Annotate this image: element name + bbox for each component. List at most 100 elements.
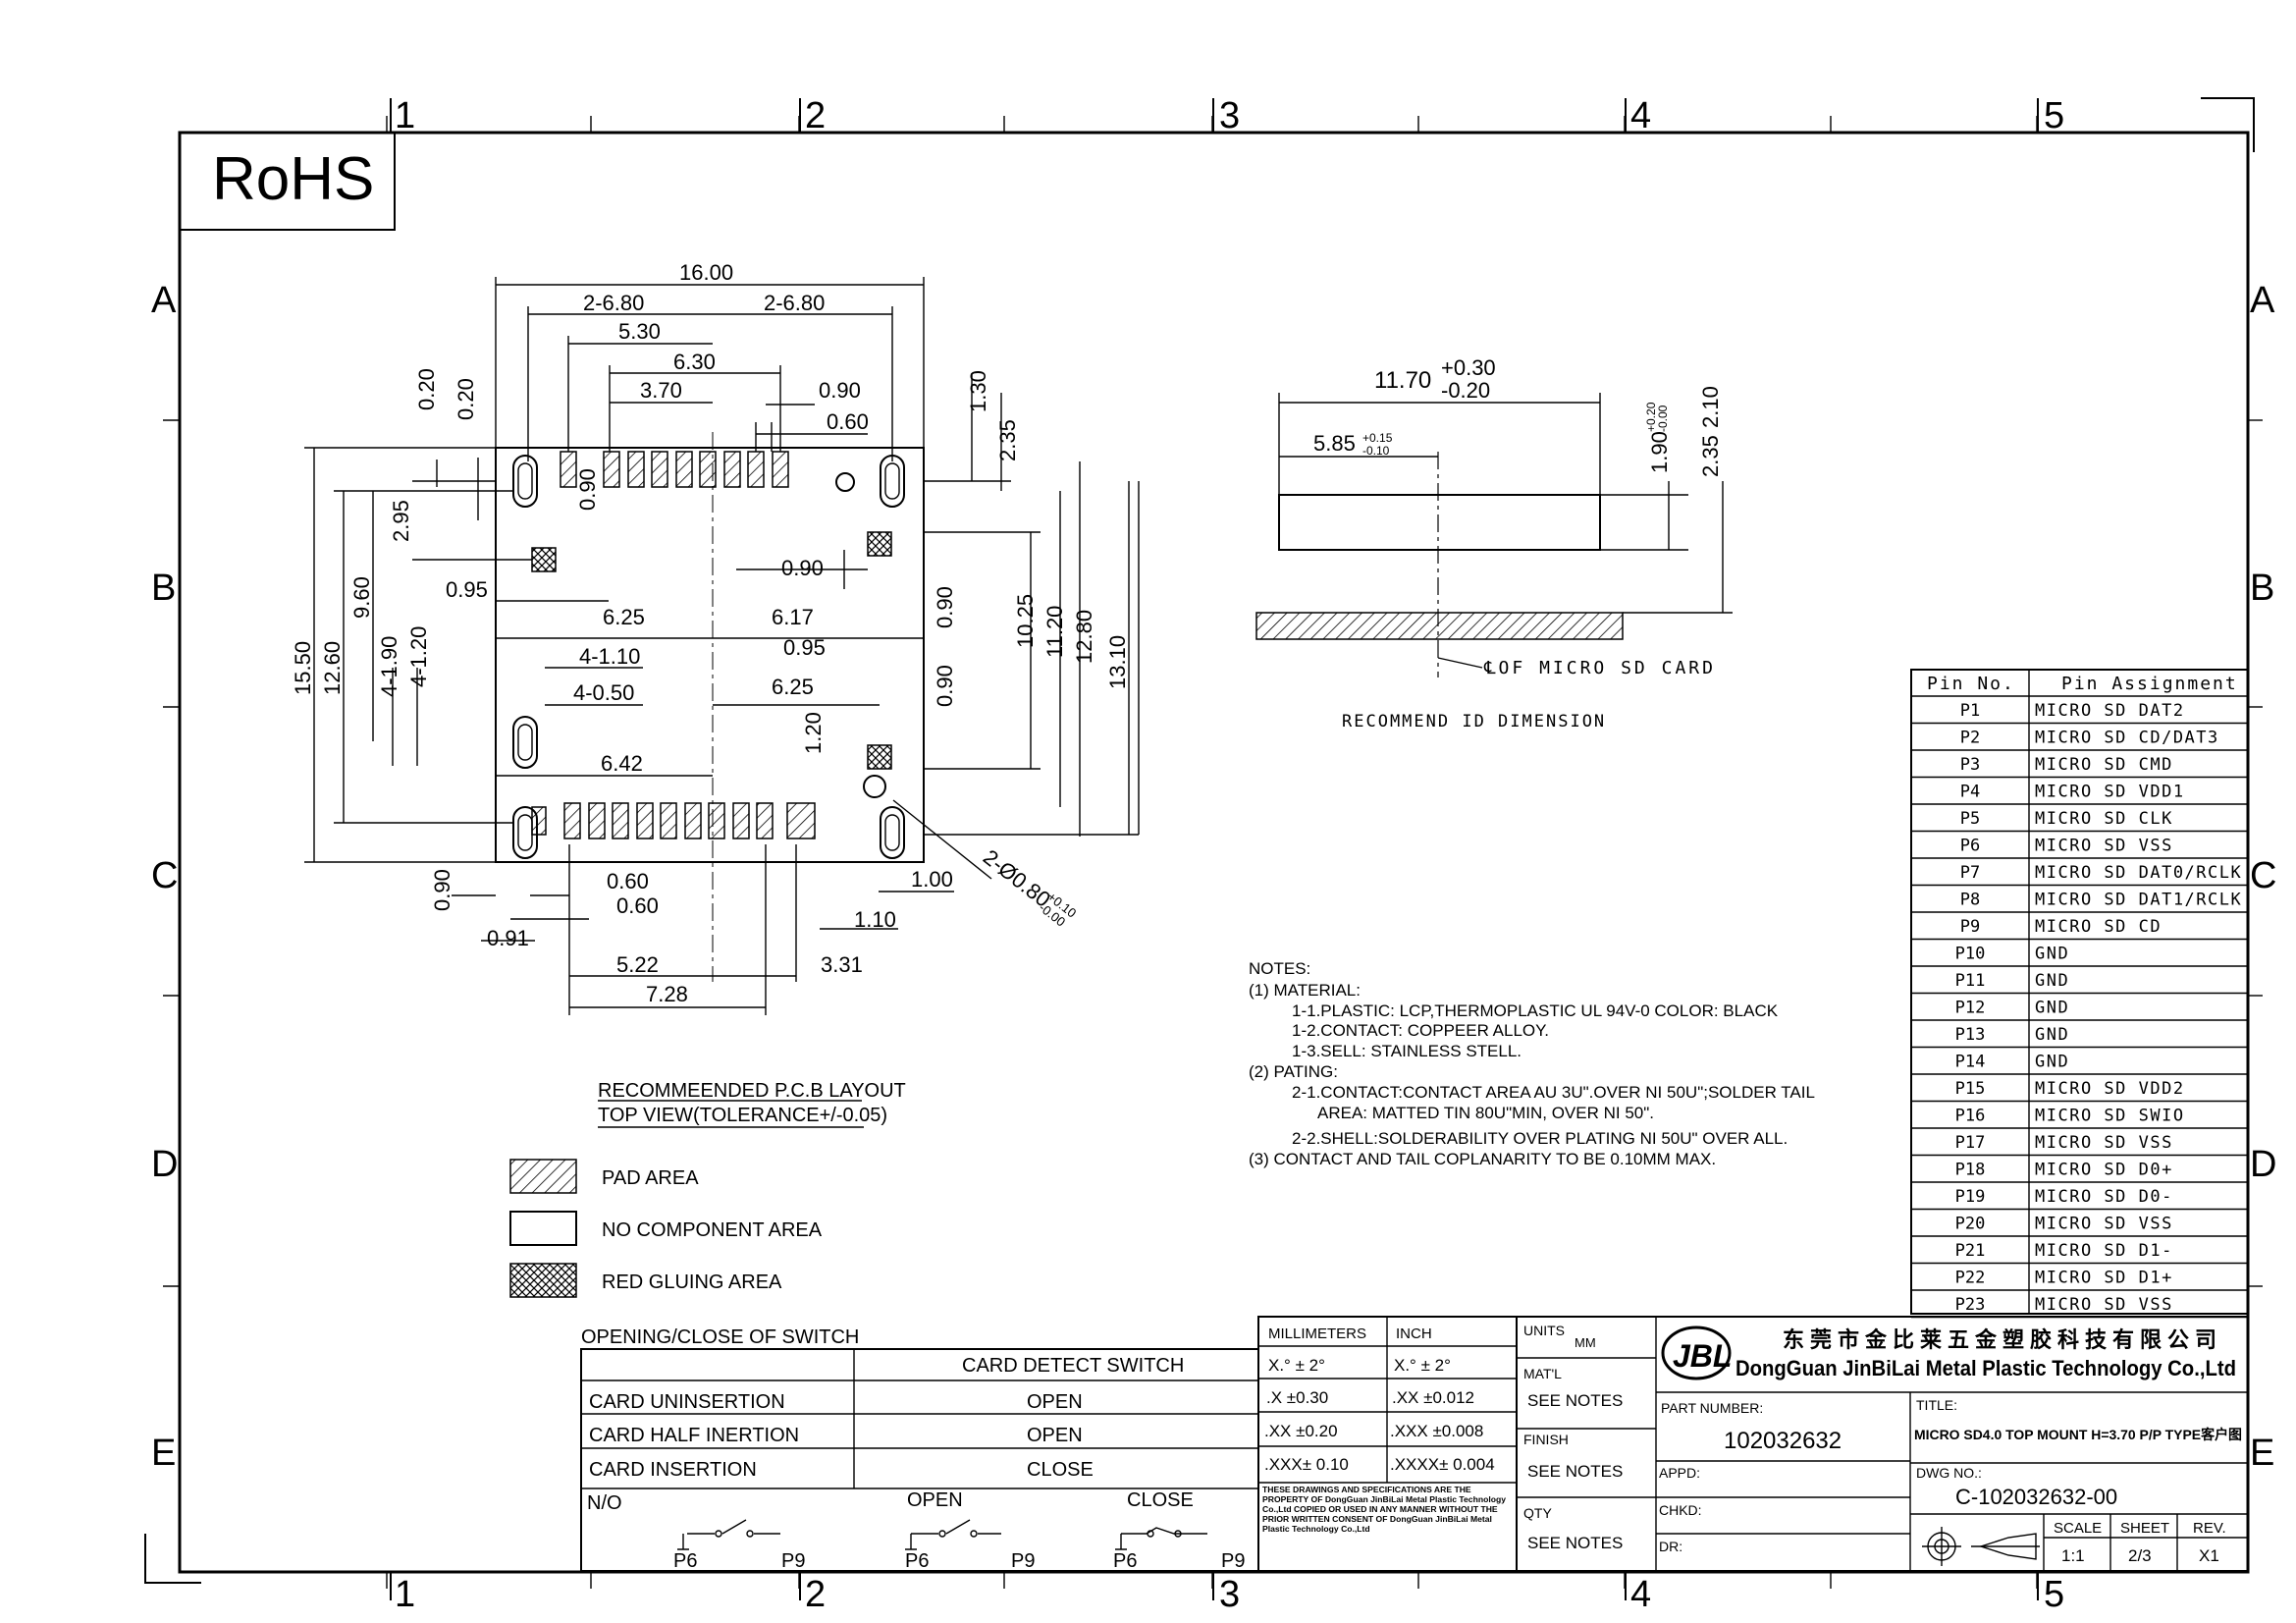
- dim-1120: 11.20: [1042, 606, 1067, 658]
- zone-row-c-right: C: [2250, 855, 2276, 896]
- dim-060-b2: 0.60: [616, 893, 659, 918]
- zone-col-5: 5: [2044, 95, 2064, 136]
- switch-no-label: N/O: [587, 1492, 622, 1514]
- pin-assignment: MICRO SD DAT2: [2035, 701, 2185, 721]
- pin-number: P8: [1960, 891, 1980, 910]
- switch-p9-c: P9: [1221, 1550, 1245, 1572]
- pin-assignment: MICRO SD DAT0/RCLK: [2035, 863, 2242, 883]
- switch-table: OPENING/CLOSE OF SWITCH CARD DETECT SWIT…: [580, 1326, 1259, 1572]
- pcb-outline: [495, 447, 925, 863]
- dim-1260: 12.60: [320, 641, 345, 695]
- switch-p6-b: P6: [905, 1550, 929, 1572]
- pin-number: P22: [1955, 1269, 1986, 1288]
- switch-title: OPENING/CLOSE OF SWITCH: [581, 1326, 859, 1348]
- rev-value: X1: [2199, 1546, 2219, 1565]
- switch-row-2-state: OPEN: [1027, 1425, 1083, 1446]
- pin-assignment: MICRO SD VSS: [2035, 837, 2173, 856]
- board-section: [1255, 612, 1624, 640]
- rohs-mark: RoHS: [212, 145, 374, 213]
- pin-assignment: MICRO SD VSS: [2035, 1295, 2173, 1315]
- pin-number: P18: [1955, 1161, 1986, 1180]
- dim-pitch-left: 2-6.80: [583, 291, 644, 315]
- locating-hole-top: [835, 472, 855, 492]
- dim-530: 5.30: [618, 319, 661, 344]
- id-center-tol-minus: -0.10: [1362, 444, 1390, 458]
- id-dimension-view: 11.70 +0.30 -0.20 5.85 +0.15 -0.10 1.90 …: [1255, 355, 1733, 731]
- dim-pitch-right: 2-6.80: [764, 291, 825, 315]
- pin-number: P7: [1960, 863, 1980, 883]
- sheet-label: SHEET: [2120, 1520, 2169, 1537]
- note-1: (1) MATERIAL:: [1249, 981, 1361, 1000]
- pin-number: P10: [1955, 945, 1986, 964]
- dim-642: 6.42: [601, 751, 643, 776]
- appd-label: APPD:: [1659, 1465, 1700, 1481]
- tol-inch-4: .XXXX± 0.004: [1390, 1455, 1495, 1474]
- projection-symbol-icon: [1922, 1527, 2040, 1566]
- dim-hole-callout: 2-Ø0.80 +0.10 -0.00: [979, 844, 1079, 929]
- dim-095-inner: 0.95: [783, 635, 826, 660]
- units-label: UNITS: [1523, 1323, 1565, 1338]
- switch-row-1-label: CARD UNINSERTION: [589, 1391, 785, 1413]
- id-height2: 2.35: [1698, 435, 1723, 477]
- dim-1280: 12.80: [1072, 610, 1096, 664]
- zone-col-3-bottom: 3: [1219, 1574, 1240, 1615]
- pin-assignment: MICRO SD DAT1/RCLK: [2035, 891, 2242, 910]
- note-2-1: 2-1.CONTACT:CONTACT AREA AU 3U".OVER NI …: [1292, 1083, 1815, 1102]
- note-3: (3) CONTACT AND TAIL COPLANARITY TO BE 0…: [1249, 1150, 1716, 1168]
- pin-assignment: MICRO SD D1-: [2035, 1241, 2173, 1261]
- zone-row-b: B: [151, 568, 176, 609]
- tol-mm-2: .X ±0.30: [1266, 1388, 1328, 1407]
- pcb-dimension-lines: [304, 277, 1140, 1015]
- pin-assignment: MICRO SD D0+: [2035, 1161, 2173, 1180]
- dwg-label: DWG NO.:: [1916, 1465, 1982, 1481]
- tol-inch-1: X.° ± 2°: [1394, 1356, 1451, 1375]
- pin-number: P1: [1960, 701, 1980, 721]
- locating-hole-bottom: [863, 775, 886, 798]
- switch-symbols: [677, 1519, 1207, 1550]
- zone-row-a-right: A: [2250, 280, 2275, 321]
- legend: PAD AREA NO COMPONENT AREA RED GLUING AR…: [509, 1159, 823, 1298]
- pin-assignment: GND: [2035, 1053, 2069, 1072]
- notes-heading: NOTES:: [1249, 959, 1310, 978]
- tolerance-block: MILLIMETERS INCH X.° ± 2° X.° ± 2° .X ±0…: [1257, 1316, 1518, 1572]
- id-width: 11.70: [1374, 367, 1431, 394]
- pin-assignment: GND: [2035, 1025, 2069, 1045]
- pin-assignment: MICRO SD D0-: [2035, 1187, 2173, 1207]
- pcb-title: RECOMMEENDED P.C.B LAYOUT: [598, 1080, 906, 1102]
- pin-number: P23: [1955, 1295, 1986, 1315]
- qty-label: QTY: [1523, 1505, 1552, 1521]
- pin-number: P15: [1955, 1079, 1986, 1099]
- switch-row-1-state: OPEN: [1027, 1391, 1083, 1413]
- units-value: MM: [1575, 1335, 1596, 1350]
- id-center: 5.85: [1313, 431, 1356, 456]
- finish-value: SEE NOTES: [1527, 1462, 1623, 1481]
- id-centerline-label: ℄OF MICRO SD CARD: [1483, 658, 1716, 678]
- dim-110: 1.10: [854, 907, 896, 932]
- zone-col-2-bottom: 2: [805, 1574, 826, 1615]
- tol-inch-3: .XXX ±0.008: [1390, 1422, 1483, 1440]
- dr-label: DR:: [1659, 1539, 1682, 1554]
- bottom-pad-row: [531, 802, 816, 839]
- part-number: 102032632: [1724, 1428, 1842, 1454]
- dim-100: 1.00: [911, 867, 953, 892]
- rohs-box: [179, 132, 396, 231]
- tol-mm-3: .XX ±0.20: [1264, 1422, 1338, 1440]
- id-width-tol-plus: +0.30: [1441, 355, 1496, 380]
- sheet-value: 2/3: [2128, 1546, 2152, 1565]
- pin-number: P21: [1955, 1241, 1986, 1261]
- company-name-en: DongGuan JinBiLai Metal Plastic Technolo…: [1735, 1356, 2236, 1380]
- dim-630: 6.30: [673, 350, 716, 374]
- dim-522: 5.22: [616, 952, 659, 977]
- company-logo: JBL: [1661, 1325, 1732, 1380]
- dim-625-a: 6.25: [603, 605, 645, 629]
- note-1-2: 1-2.CONTACT: COPPEER ALLOY.: [1292, 1021, 1549, 1040]
- id-caption: RECOMMEND ID DIMENSION: [1342, 712, 1606, 731]
- switch-row-3-label: CARD INSERTION: [589, 1459, 757, 1481]
- zone-col-4-bottom: 4: [1630, 1574, 1651, 1615]
- dim-overall-width: 16.00: [679, 260, 733, 285]
- switch-row-2-label: CARD HALF INERTION: [589, 1425, 799, 1446]
- note-1-1: 1-1.PLASTIC: LCP,THERMOPLASTIC UL 94V-0 …: [1292, 1001, 1779, 1020]
- zone-col-1-bottom: 1: [395, 1574, 415, 1615]
- pin-number: P3: [1960, 755, 1980, 775]
- switch-open-label: OPEN: [907, 1489, 963, 1511]
